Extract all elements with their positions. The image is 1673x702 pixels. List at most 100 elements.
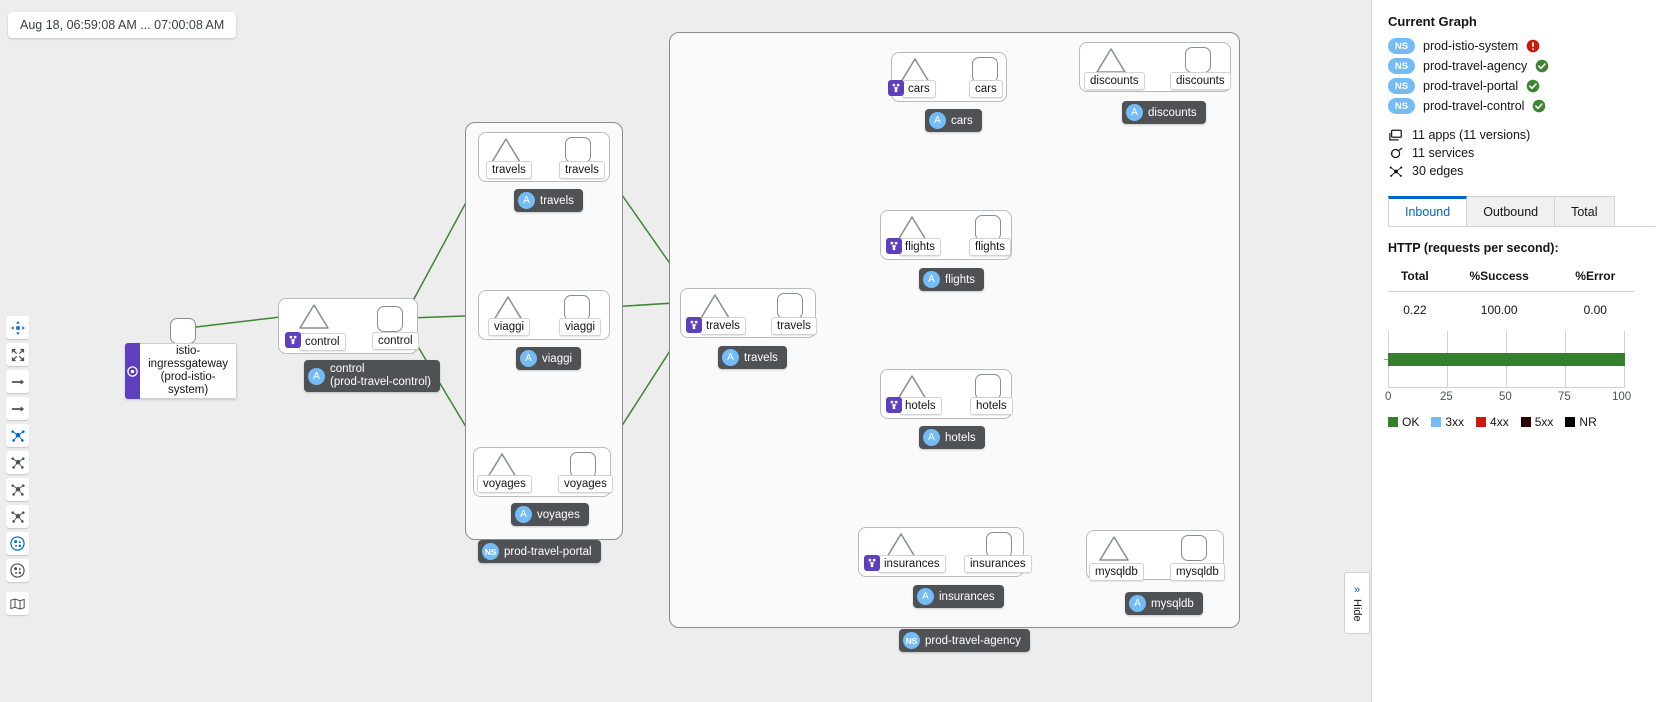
status-ok-icon (1532, 99, 1546, 113)
service-shape[interactable] (1098, 535, 1130, 563)
x-tick-label: 0 (1385, 391, 1392, 403)
workload-label: viaggi (559, 318, 602, 336)
legend-item-ok[interactable]: OK (1388, 415, 1419, 429)
time-range-label: Aug 18, 06:59:08 AM ... 07:00:08 AM (8, 12, 237, 38)
layout-dagre-icon[interactable] (6, 424, 29, 447)
service-label: travels (700, 317, 746, 335)
panel-namespace-list: NS prod-istio-system NS prod-travel-agen… (1388, 38, 1655, 114)
service-label: control (299, 333, 346, 351)
app-group-name: discounts (1148, 106, 1197, 119)
panel-namespace-row[interactable]: NS prod-travel-agency (1388, 58, 1655, 74)
legend-item-5xx[interactable]: 5xx (1520, 415, 1554, 429)
column-header-error: %Error (1556, 269, 1634, 292)
service-shape[interactable] (1095, 47, 1127, 75)
x-tick-label: 100 (1612, 391, 1632, 403)
workload-label: cars (969, 80, 1003, 98)
legend-item-nr[interactable]: NR (1565, 415, 1597, 429)
cluster-box-icon[interactable] (6, 559, 29, 582)
service-label: discounts (1084, 72, 1145, 90)
virtualservice-icon (886, 397, 902, 413)
workload-shape[interactable] (975, 374, 1001, 400)
gateway-icon (125, 343, 141, 399)
graph-canvas[interactable]: Aug 18, 06:59:08 AM ... 07:00:08 AM (0, 0, 1371, 702)
legend-label-3xx: 3xx (1445, 415, 1465, 429)
workload-shape[interactable] (170, 318, 196, 344)
namespace-name: prod-travel-agency (1423, 59, 1528, 73)
chart-axis-line (1388, 387, 1625, 388)
workload-shape[interactable] (1185, 47, 1211, 73)
workload-label: flights (969, 238, 1012, 256)
zoom-in-arrow-icon[interactable] (6, 370, 29, 393)
tab-total[interactable]: Total (1554, 196, 1615, 226)
status-ok-icon (1526, 79, 1540, 93)
zoom-out-arrow-icon[interactable] (6, 397, 29, 420)
tab-outbound[interactable]: Outbound (1466, 196, 1556, 226)
app-badge-icon: A (518, 192, 535, 209)
app-group-name: viaggi (542, 352, 573, 365)
legend-swatch-ok (1388, 417, 1398, 427)
layout-grid-icon[interactable] (6, 451, 29, 474)
table-row: 0.22 100.00 0.00 (1388, 292, 1634, 317)
layout-cose-icon[interactable] (6, 478, 29, 501)
namespace-name: prod-travel-agency (925, 634, 1021, 647)
workload-shape[interactable] (1181, 535, 1207, 561)
service-label: voyages (477, 475, 532, 493)
chart-plot-area (1384, 331, 1625, 388)
panel-title: Current Graph (1388, 14, 1477, 29)
virtualservice-icon (285, 332, 301, 348)
app-group-name: control (330, 363, 365, 375)
legend-label-5xx: 5xx (1534, 415, 1554, 429)
gateway-label-text: istio-ingressgateway (prod-istio-system) (140, 343, 237, 399)
app-group-label-control: A control (prod-travel-control) (304, 360, 440, 392)
service-shape[interactable] (298, 303, 330, 331)
gateway-label-line1: istio-ingressgateway (148, 345, 229, 370)
legend-map-icon[interactable] (6, 592, 29, 615)
workload-label: travels (771, 317, 817, 335)
namespace-label-prod-travel-agency: NS prod-travel-agency (899, 629, 1030, 652)
legend-item-3xx[interactable]: 3xx (1431, 415, 1464, 429)
app-badge-icon: A (1129, 595, 1146, 612)
legend-item-4xx[interactable]: 4xx (1476, 415, 1509, 429)
workload-shape[interactable] (377, 306, 403, 332)
layout-concentric-icon[interactable] (6, 505, 29, 528)
x-tick-label: 50 (1499, 391, 1512, 403)
fit-to-screen-icon[interactable] (6, 343, 29, 366)
table-header-row: Total %Success %Error (1388, 269, 1634, 292)
gateway-node-label: istio-ingressgateway (prod-istio-system) (125, 343, 237, 399)
legend-label-ok: OK (1402, 415, 1420, 429)
panel-namespace-row[interactable]: NS prod-istio-system (1388, 38, 1655, 54)
service-label: cars (902, 80, 936, 98)
workload-label: mysqldb (1170, 563, 1225, 581)
metric-success-value: 100.00 (1480, 303, 1518, 317)
summary-apps-row: 11 apps (11 versions) (1388, 128, 1655, 142)
panel-namespace-row[interactable]: NS prod-travel-portal (1388, 78, 1655, 94)
x-tick-label: 75 (1558, 391, 1571, 403)
app-badge-icon: A (923, 271, 940, 288)
workload-shape[interactable] (565, 137, 591, 163)
workload-label: travels (559, 161, 605, 179)
workload-shape[interactable] (564, 295, 590, 321)
service-label: insurances (878, 555, 946, 573)
graph-summary: 11 apps (11 versions) 11 services 30 edg… (1388, 128, 1655, 178)
workload-shape[interactable] (972, 57, 998, 83)
workload-label: insurances (964, 555, 1032, 573)
namespace-box-icon[interactable] (6, 532, 29, 555)
workload-label: discounts (1170, 72, 1231, 90)
workload-shape[interactable] (777, 293, 803, 319)
tab-inbound[interactable]: Inbound (1388, 196, 1468, 226)
app-badge-icon: A (917, 588, 934, 605)
app-badge-icon: A (1126, 104, 1143, 121)
edges-icon (1388, 165, 1403, 178)
column-header-success: %Success (1441, 269, 1557, 292)
namespace-badge-icon: NS (1388, 58, 1415, 74)
workload-shape[interactable] (986, 532, 1012, 558)
namespace-badge-icon: NS (482, 543, 499, 560)
legend-swatch-4xx (1476, 417, 1487, 427)
app-group-label-hotels: A hotels (919, 426, 985, 449)
metric-error-value: 0.00 (1583, 303, 1607, 317)
hide-panel-toggle[interactable]: » Hide (1344, 572, 1370, 634)
y-axis-tick (1384, 359, 1388, 360)
drag-mode-icon[interactable] (6, 316, 29, 339)
panel-namespace-row[interactable]: NS prod-travel-control (1388, 98, 1655, 114)
